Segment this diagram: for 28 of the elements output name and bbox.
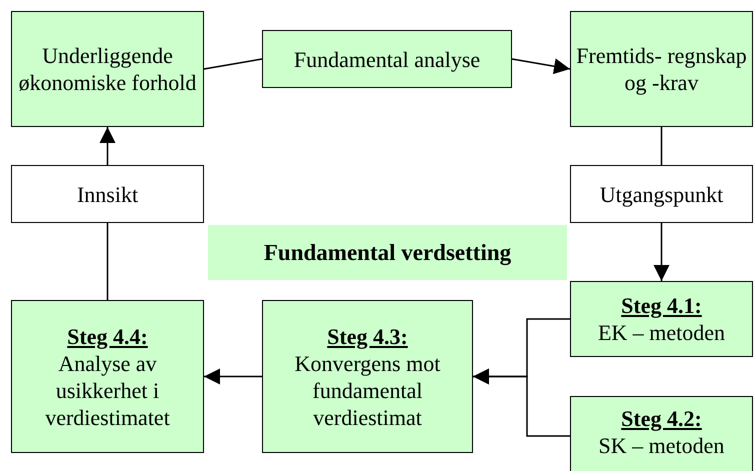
process-box: [11, 11, 204, 127]
step-heading: Steg 4.3:: [327, 322, 408, 350]
connector-arrow: [654, 223, 670, 281]
process-box: [11, 165, 204, 223]
connector-arrow: [100, 127, 116, 165]
box-label: Fremtids- regnskap og -krav: [575, 42, 748, 96]
box-label: Innsikt: [76, 180, 138, 208]
process-box: [262, 30, 512, 88]
process-box: [262, 300, 473, 453]
step-heading: Steg 4.2:: [621, 405, 702, 432]
step-heading: Steg 4.4:: [67, 322, 148, 350]
connector-arrow: [204, 368, 262, 384]
step-heading: Steg 4.1:: [621, 292, 702, 319]
box-label: Underliggende økonomiske forhold: [18, 42, 198, 96]
box-label: EK – metoden: [598, 319, 726, 346]
box-label: Analyse av usikkerhet i verdiestimatet: [44, 350, 171, 430]
box-label: Konvergens mot fundamental verdiestimat: [294, 350, 442, 430]
process-box: [570, 396, 753, 471]
process-box: [570, 281, 753, 357]
connector-arrow: [473, 368, 570, 437]
process-box: [570, 11, 753, 127]
box-label: Utgangspunkt: [600, 180, 724, 208]
box-label: SK – metoden: [598, 432, 724, 459]
box-label: Fundamental analyse: [294, 46, 480, 72]
process-box: [11, 300, 204, 453]
title: Fundamental verdsetting: [208, 225, 567, 280]
connector-arrow: [512, 58, 570, 74]
process-box: [570, 165, 753, 223]
